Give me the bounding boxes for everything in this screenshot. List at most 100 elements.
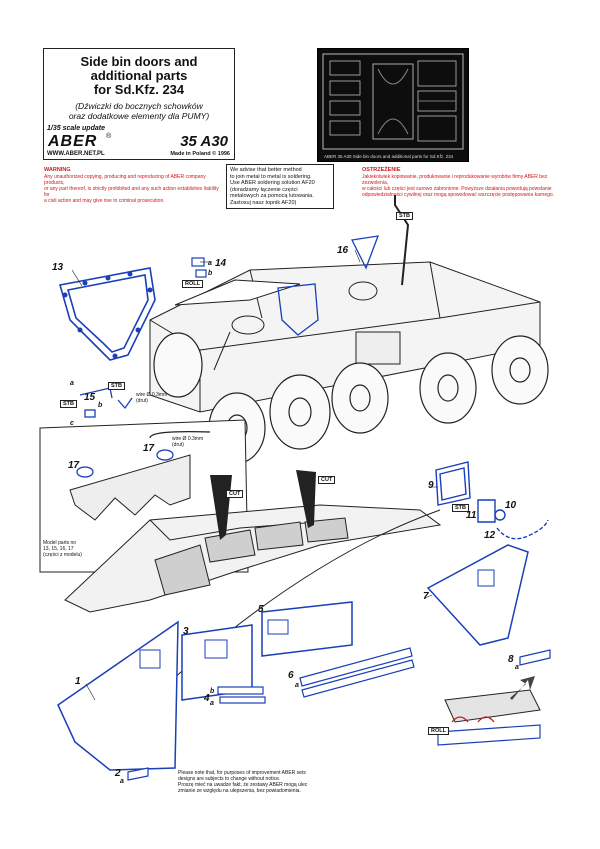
- advice-line-1: We advise that better method: [230, 167, 302, 173]
- driver-station: [213, 281, 378, 371]
- part-label-3: 3: [183, 626, 189, 637]
- wire-note-a: wire Ø 0.3mm (drut): [136, 392, 168, 404]
- brand-logo: ABER: [48, 133, 98, 150]
- advice-line-2: to join metal to metal is soldering.: [230, 173, 312, 180]
- advice-line-5: metalowych za pomocą lutowania.: [230, 193, 314, 199]
- tag-stb-15b: STB: [60, 400, 77, 408]
- subtitle-line-2: oraz dodatkowe elementy dla PUMY): [68, 111, 210, 121]
- tag-stb-11: STB: [452, 504, 469, 512]
- side-bin-body: [64, 504, 442, 613]
- sub-letter-6a: a: [295, 682, 299, 689]
- sub-letter-15c: c: [70, 420, 74, 427]
- part-1-door: [57, 620, 179, 771]
- part-label-4: 4: [204, 693, 210, 704]
- ostrzezenie-line-3: odpowiedzialności cywilnej oraz mogą spo…: [362, 191, 555, 198]
- guide-line: [149, 509, 441, 701]
- part-label-12: 12: [484, 530, 496, 541]
- product-code: 35 A30: [180, 133, 228, 150]
- part-label-16: 16: [337, 245, 349, 256]
- bottom-note-line-4: zmianie ze względu na ulepszenia, bez po…: [178, 788, 301, 794]
- warning-line-2: or any part thereof, is strictly prohibi…: [44, 185, 219, 198]
- made-in: Made in Poland © 1996: [170, 151, 230, 157]
- roll-parts: [437, 689, 541, 746]
- subtitle-line-1: (Dźwiczki do bocznych schowków: [75, 101, 203, 111]
- sub-letter-14b: b: [208, 270, 213, 277]
- part-label-14: 14: [215, 258, 227, 269]
- part-label-9: 9: [428, 480, 434, 491]
- part-label-7: 7: [423, 591, 429, 602]
- sub-letter-2a: a: [120, 778, 124, 785]
- sub-letter-14a: a: [208, 260, 212, 267]
- sub-letter-4b: b: [210, 688, 215, 695]
- title-line-1: Side bin doors and: [80, 54, 198, 69]
- part-14-hinges: [191, 257, 207, 278]
- warning-heading: WARNING: [44, 167, 71, 173]
- sub-letter-4a: a: [210, 700, 214, 707]
- stb-rod: [394, 195, 410, 286]
- warning-line-3: a civil action and may give rise to crim…: [44, 197, 165, 204]
- scale-label: 1/35 scale update: [47, 125, 105, 132]
- bottom-note-line-2: designs are subjects to change without n…: [178, 776, 281, 782]
- part-3-window: [204, 639, 228, 659]
- part-label-11: 11: [466, 510, 477, 521]
- advice-line-6: Zastosuj nasz topnik AF20): [230, 199, 297, 206]
- bottom-note-line-3: Proszę mieć na uwadze fakt, że zestawy A…: [178, 782, 308, 788]
- part-label-8: 8: [508, 654, 514, 665]
- tag-stb-rod: STB: [396, 212, 413, 220]
- parts-9-12: [435, 461, 549, 540]
- part-13-rivets: [62, 271, 153, 359]
- ostrzezenie-block: OSTRZEŻENIE Jakiekolwiek kopiowanie, pro…: [362, 167, 562, 198]
- title-line-2: additional parts: [90, 68, 188, 83]
- part-16-bracket: [351, 235, 379, 270]
- part-7-window: [477, 569, 495, 587]
- tag-cut-2: CUT: [318, 476, 336, 484]
- tag-roll-bottom: ROLL: [428, 727, 449, 735]
- part-5-window: [267, 619, 289, 635]
- part-label-17a: 17: [68, 460, 80, 471]
- part-label-17b: 17: [143, 443, 155, 454]
- hinge-strips: [127, 647, 551, 781]
- part-7-door: [426, 544, 529, 646]
- sub-letter-15a: a: [70, 380, 74, 387]
- advice-line-4: (doradzamy łączenie części: [230, 186, 298, 193]
- photo-caption: ABER 35 A30 Side bin doors and additiona…: [324, 154, 454, 159]
- warning-block: WARNING Any unauthorized copying, produc…: [44, 167, 220, 204]
- ostrzezenie-heading: OSTRZEŻENIE: [362, 167, 401, 173]
- soldering-advice-box: We advise that better method to join met…: [226, 164, 334, 209]
- part-3-door: [181, 624, 253, 701]
- tag-stb-15a: STB: [108, 382, 125, 390]
- bottom-note: Please note that, for purposes of improv…: [178, 770, 388, 794]
- tag-cut-1: CUT: [226, 490, 244, 498]
- part-label-1: 1: [75, 676, 81, 687]
- leader-lines: [71, 249, 438, 701]
- advice-line-3: Use ABER soldering solution AF20: [230, 180, 315, 186]
- part-13-fitted: [277, 283, 319, 336]
- model-parts-note: Model parts no 13, 15, 16, 17 (części z …: [43, 540, 82, 558]
- title-block: Side bin doors and additional parts for …: [43, 48, 235, 160]
- sub-letter-8a: a: [515, 664, 519, 671]
- vehicle-wheels: [153, 332, 549, 464]
- fret-photo-graphic: [322, 53, 464, 150]
- tag-roll-14: ROLL: [182, 280, 203, 288]
- part-label-2: 2: [115, 768, 121, 779]
- website: WWW.ABER.NET.PL: [47, 151, 105, 157]
- reg-mark: ®: [106, 133, 112, 140]
- vehicle-hull: [149, 261, 541, 413]
- part-label-10: 10: [505, 500, 517, 511]
- part-label-15: 15: [84, 392, 96, 403]
- title-line-3: for Sd.Kfz. 234: [93, 82, 185, 97]
- part-5-door: [261, 601, 353, 657]
- wire-note-b: wire Ø 0.3mm (drut): [172, 436, 204, 448]
- direction-arrow: [510, 676, 535, 700]
- part-label-13: 13: [52, 262, 64, 273]
- part-label-6: 6: [288, 670, 294, 681]
- sub-letter-15b: b: [98, 402, 103, 409]
- etched-fret-photo: ABER 35 A30 Side bin doors and additiona…: [317, 48, 469, 162]
- ostrzezenie-line-2: w całości lub części jest surowo zabroni…: [362, 185, 552, 192]
- bottom-note-line-1: Please note that, for purposes of improv…: [178, 770, 306, 776]
- part-label-5: 5: [258, 604, 264, 615]
- warning-line-1: Any unauthorized copying, producing and …: [44, 173, 206, 186]
- part-13-frame: [58, 267, 156, 361]
- part-1-window: [139, 649, 161, 669]
- cutting-knives: [210, 470, 316, 540]
